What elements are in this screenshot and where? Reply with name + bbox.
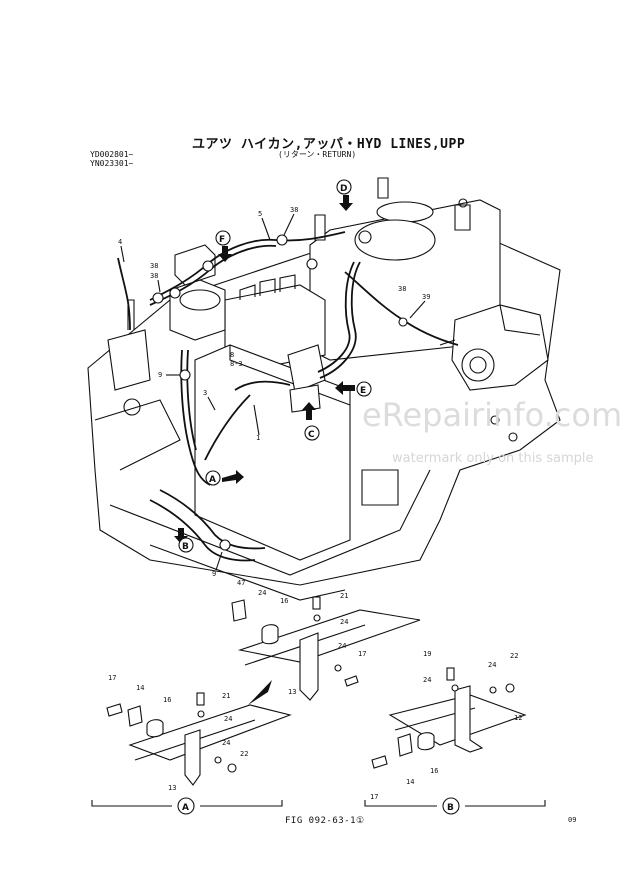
main-part-labels: 5 38 4 38 38 8 8-3 3 9 1 9 39 38 bbox=[118, 206, 430, 578]
callout-arrows: A B C D E F bbox=[174, 179, 372, 553]
machine-frame bbox=[87, 229, 561, 601]
part-label: 24 bbox=[222, 739, 230, 747]
detail-top-bracket: 47 24 16 21 24 24 17 13 bbox=[231, 579, 421, 701]
page-title: ユアツ ハイカン,アッパ・HYD LINES,UPP bbox=[192, 137, 466, 152]
swivel-joint bbox=[107, 257, 151, 391]
callout-arrow-b: B bbox=[174, 528, 194, 553]
part-label: 24 bbox=[488, 661, 496, 669]
part-label: 8 bbox=[230, 351, 234, 359]
svg-text:F: F bbox=[219, 235, 225, 245]
svg-text:C: C bbox=[308, 430, 315, 440]
part-label: 24 bbox=[423, 676, 431, 684]
part-label: 14 bbox=[406, 778, 414, 786]
detail-view-b: 19 24 24 22 12 17 14 16 bbox=[370, 650, 527, 801]
page-number: 09 bbox=[568, 816, 577, 824]
part-label: 38 bbox=[150, 262, 158, 270]
part-label: 47 bbox=[237, 579, 245, 587]
part-label: 9 bbox=[212, 570, 216, 578]
part-label: 24 bbox=[338, 642, 346, 650]
part-label: 22 bbox=[510, 652, 518, 660]
callout-arrow-e: E bbox=[335, 381, 372, 397]
page-subtitle: (リターン・RETURN) bbox=[278, 150, 357, 159]
watermark-note: watermark only on this sample bbox=[392, 451, 594, 466]
part-label: 8-3 bbox=[230, 360, 243, 368]
serial-range-2: YN023301~ bbox=[90, 159, 134, 168]
part-label: 14 bbox=[136, 684, 144, 692]
part-label: 38 bbox=[150, 272, 158, 280]
part-label: 1 bbox=[256, 434, 260, 442]
part-label: 38 bbox=[290, 206, 298, 214]
part-label: 19 bbox=[423, 650, 431, 658]
figure-number: FIG 092-63-1① bbox=[285, 816, 365, 826]
filter-block bbox=[194, 344, 351, 561]
part-label: 22 bbox=[240, 750, 248, 758]
svg-text:D: D bbox=[340, 184, 347, 194]
part-label: 24 bbox=[224, 715, 232, 723]
serial-range-1: YD002801~ bbox=[90, 150, 134, 159]
detail-label-b: B bbox=[447, 803, 454, 813]
part-label: 24 bbox=[340, 618, 348, 626]
part-label: 16 bbox=[430, 767, 438, 775]
part-label: 3 bbox=[203, 389, 207, 397]
detail-label-a: A bbox=[182, 803, 189, 813]
callout-arrow-c: C bbox=[302, 402, 320, 441]
detail-view-a: 17 14 16 21 24 24 22 13 bbox=[106, 674, 292, 792]
part-label: 12 bbox=[514, 714, 522, 722]
hydraulic-hoses bbox=[149, 230, 459, 562]
callout-arrow-d: D bbox=[336, 179, 353, 211]
part-label: 17 bbox=[358, 650, 366, 658]
part-label: 17 bbox=[108, 674, 116, 682]
control-valve bbox=[169, 244, 326, 371]
callout-arrow-f: F bbox=[215, 230, 232, 262]
part-label: 13 bbox=[288, 688, 296, 696]
watermark-site: eRepairinfo.com bbox=[362, 396, 623, 434]
part-label: 9 bbox=[158, 371, 162, 379]
svg-text:A: A bbox=[209, 475, 216, 485]
part-label: 4 bbox=[118, 238, 122, 246]
part-label: 13 bbox=[168, 784, 176, 792]
part-label: 17 bbox=[370, 793, 378, 801]
svg-text:E: E bbox=[360, 386, 366, 396]
svg-text:B: B bbox=[182, 542, 189, 552]
part-label: 5 bbox=[258, 210, 262, 218]
part-label: 16 bbox=[280, 597, 288, 605]
hydraulic-pump bbox=[439, 304, 549, 391]
part-label: 24 bbox=[258, 589, 266, 597]
part-label: 21 bbox=[222, 692, 230, 700]
callout-arrow-a: A bbox=[205, 470, 244, 486]
part-label: 39 bbox=[422, 293, 430, 301]
part-label: 21 bbox=[340, 592, 348, 600]
part-label: 38 bbox=[398, 285, 406, 293]
detail-captions: A B bbox=[91, 797, 546, 815]
part-label: 16 bbox=[163, 696, 171, 704]
